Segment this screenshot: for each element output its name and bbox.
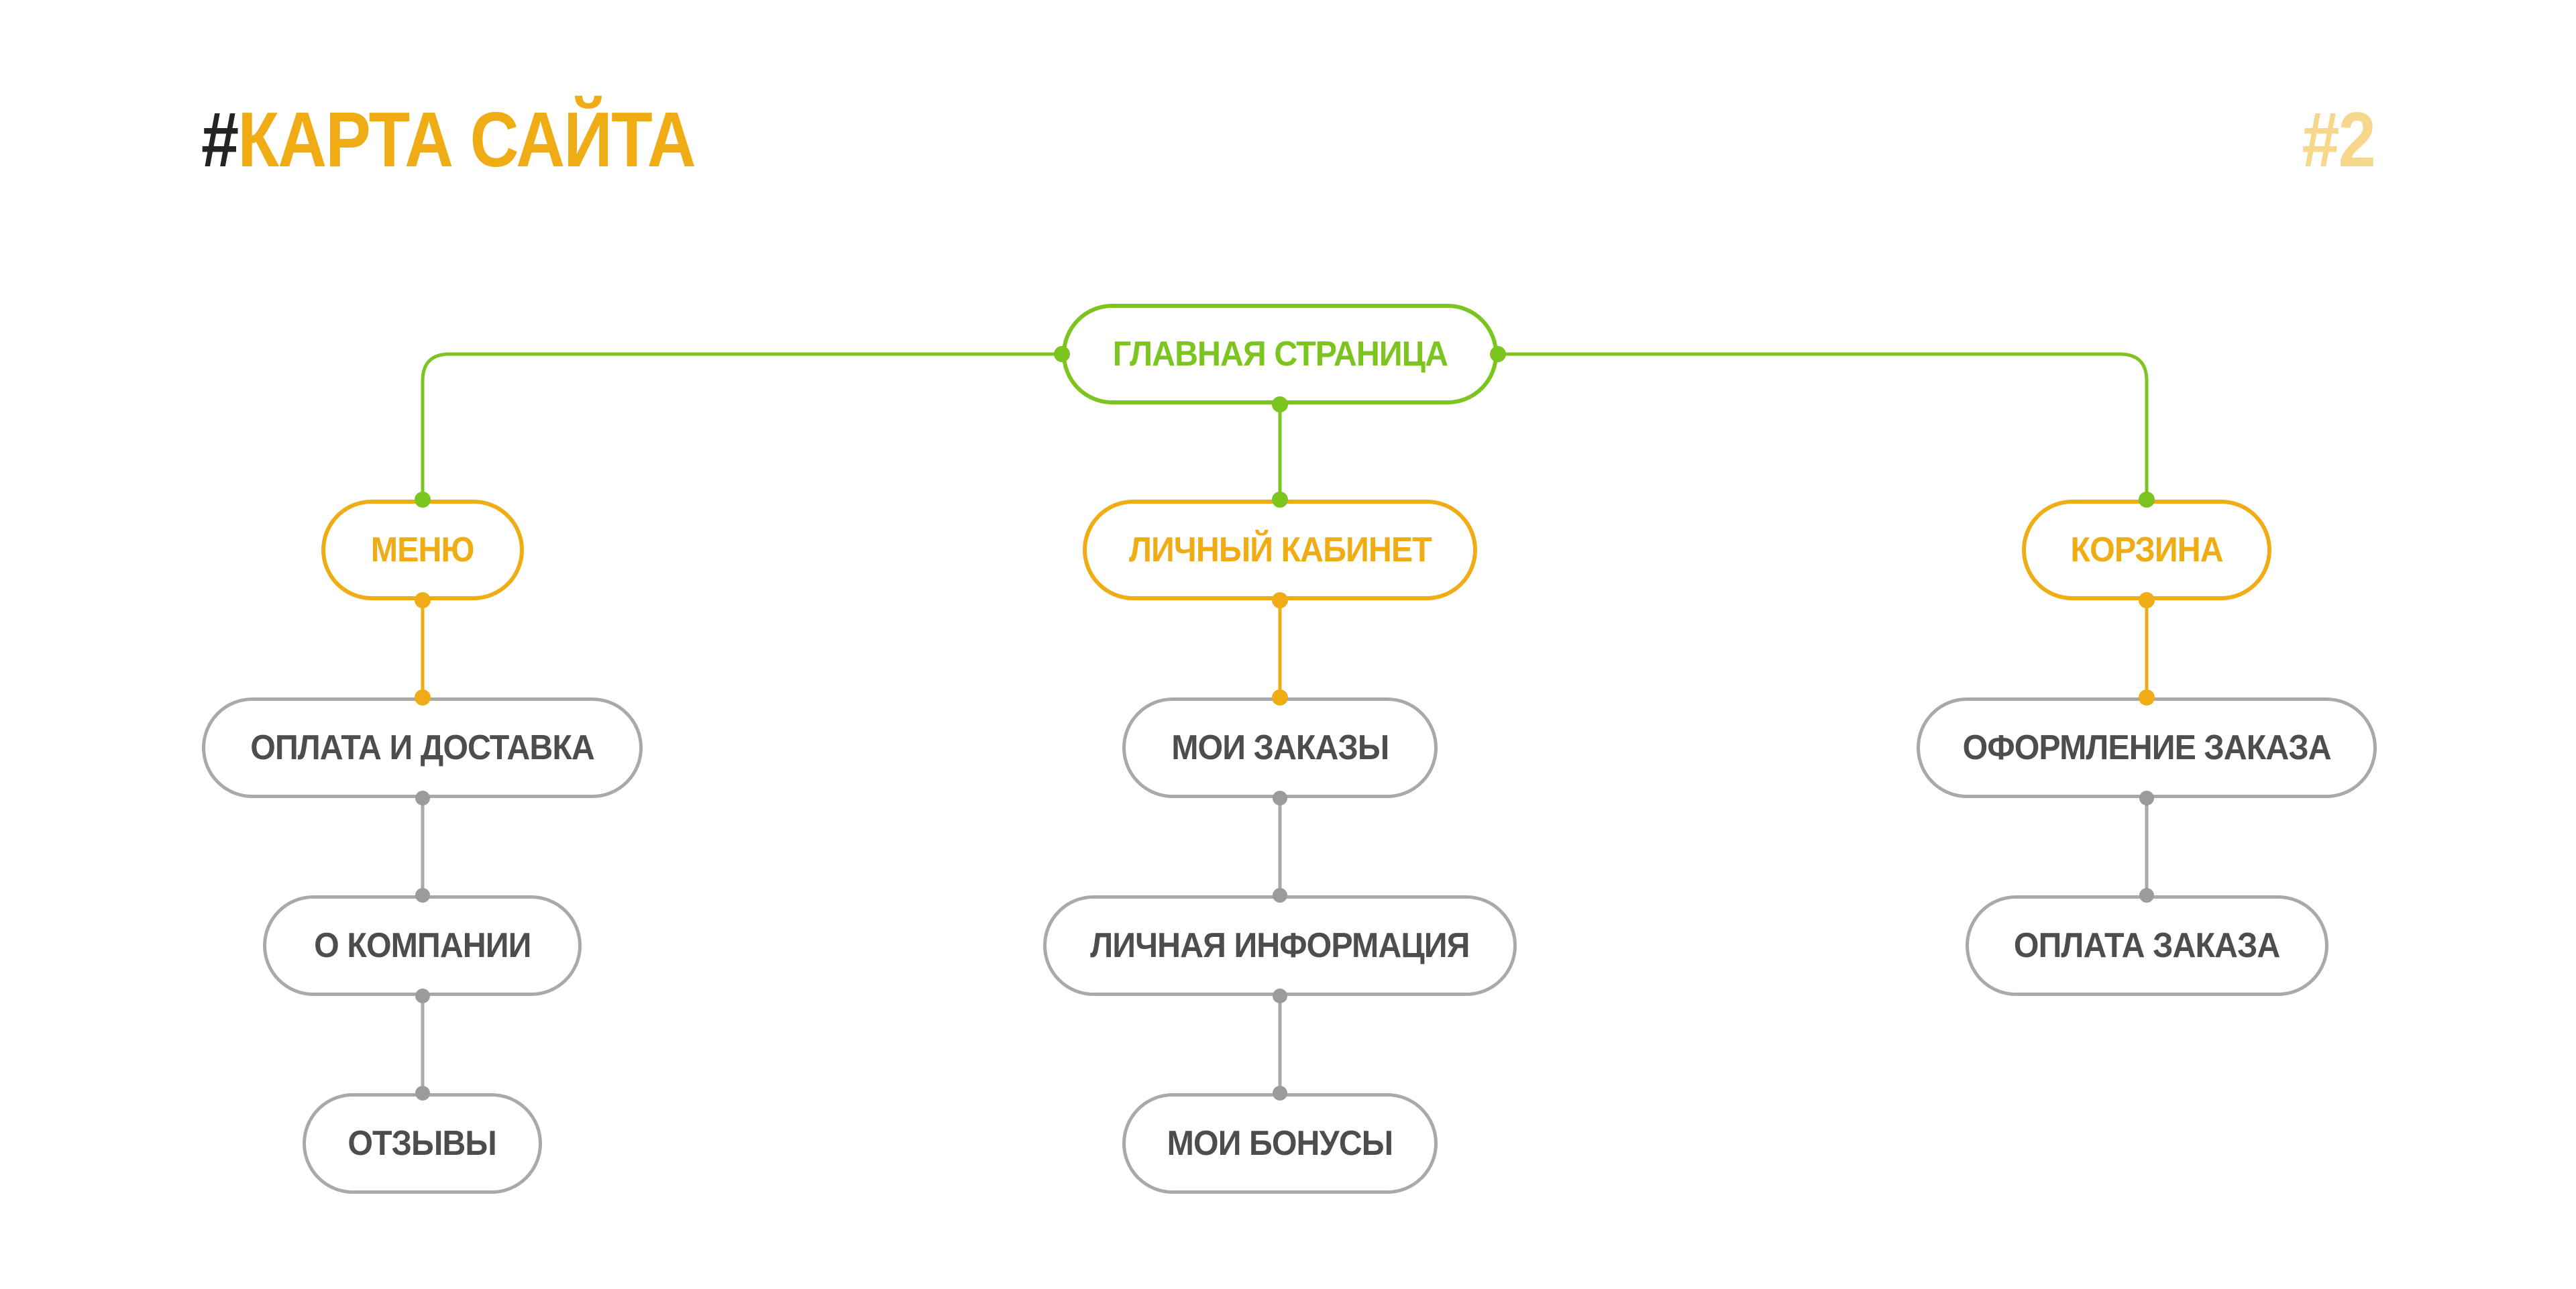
node-checkout-label: ОФОРМЛЕНИЕ ЗАКАЗА	[1962, 728, 2331, 767]
page-title-hash: #	[201, 96, 239, 183]
page-number: #2	[2302, 96, 2376, 183]
page-title-text: КАРТА САЙТА	[237, 96, 696, 183]
node-my-bonuses-label: МОИ БОНУСЫ	[1167, 1124, 1393, 1163]
node-cart-label: КОРЗИНА	[2070, 530, 2223, 569]
node-reviews-label: ОТЗЫВЫ	[347, 1124, 497, 1163]
connector-root-to-cabinet	[1272, 396, 1288, 508]
connector-checkout-to-order-payment	[2139, 791, 2154, 903]
node-main-page: ГЛАВНАЯ СТРАНИЦА	[1062, 304, 1498, 404]
node-personal-info-label: ЛИЧНАЯ ИНФОРМАЦИЯ	[1090, 926, 1470, 965]
connector-personal-info-to-bonuses	[1273, 989, 1287, 1101]
node-main-page-label: ГЛАВНАЯ СТРАНИЦА	[1112, 335, 1448, 374]
connector-cabinet-to-my-orders	[1272, 592, 1288, 706]
node-checkout: ОФОРМЛЕНИЕ ЗАКАЗА	[1917, 697, 2377, 798]
node-menu: МЕНЮ	[321, 500, 524, 600]
node-reviews: ОТЗЫВЫ	[303, 1093, 542, 1194]
connector-line	[1498, 352, 2149, 500]
connector-my-orders-to-personal-info	[1273, 791, 1287, 903]
connector-root-to-menu	[415, 346, 1070, 508]
node-about-company: О КОМПАНИИ	[263, 895, 582, 996]
page-title: #КАРТА САЙТА	[201, 101, 696, 178]
node-personal-cabinet: ЛИЧНЫЙ КАБИНЕТ	[1083, 500, 1477, 600]
connector-payment-delivery-to-about	[415, 791, 430, 903]
connector-root-to-cart	[1490, 346, 2155, 508]
connector-line	[421, 352, 1062, 500]
node-order-payment-label: ОПЛАТА ЗАКАЗА	[2014, 926, 2280, 965]
node-about-company-label: О КОМПАНИИ	[313, 926, 531, 965]
node-cart: КОРЗИНА	[2022, 500, 2271, 600]
node-my-bonuses: МОИ БОНУСЫ	[1122, 1093, 1438, 1194]
node-my-orders: МОИ ЗАКАЗЫ	[1122, 697, 1438, 798]
node-menu-label: МЕНЮ	[371, 530, 475, 569]
connector-menu-to-payment-delivery	[415, 592, 431, 706]
node-personal-cabinet-label: ЛИЧНЫЙ КАБИНЕТ	[1128, 530, 1432, 569]
node-order-payment: ОПЛАТА ЗАКАЗА	[1966, 895, 2328, 996]
node-payment-delivery: ОПЛАТА И ДОСТАВКА	[202, 697, 643, 798]
connector-cart-to-checkout	[2139, 592, 2155, 706]
connector-about-to-reviews	[415, 989, 430, 1101]
node-my-orders-label: МОИ ЗАКАЗЫ	[1171, 728, 1389, 767]
node-personal-info: ЛИЧНАЯ ИНФОРМАЦИЯ	[1043, 895, 1517, 996]
node-payment-delivery-label: ОПЛАТА И ДОСТАВКА	[250, 728, 595, 767]
